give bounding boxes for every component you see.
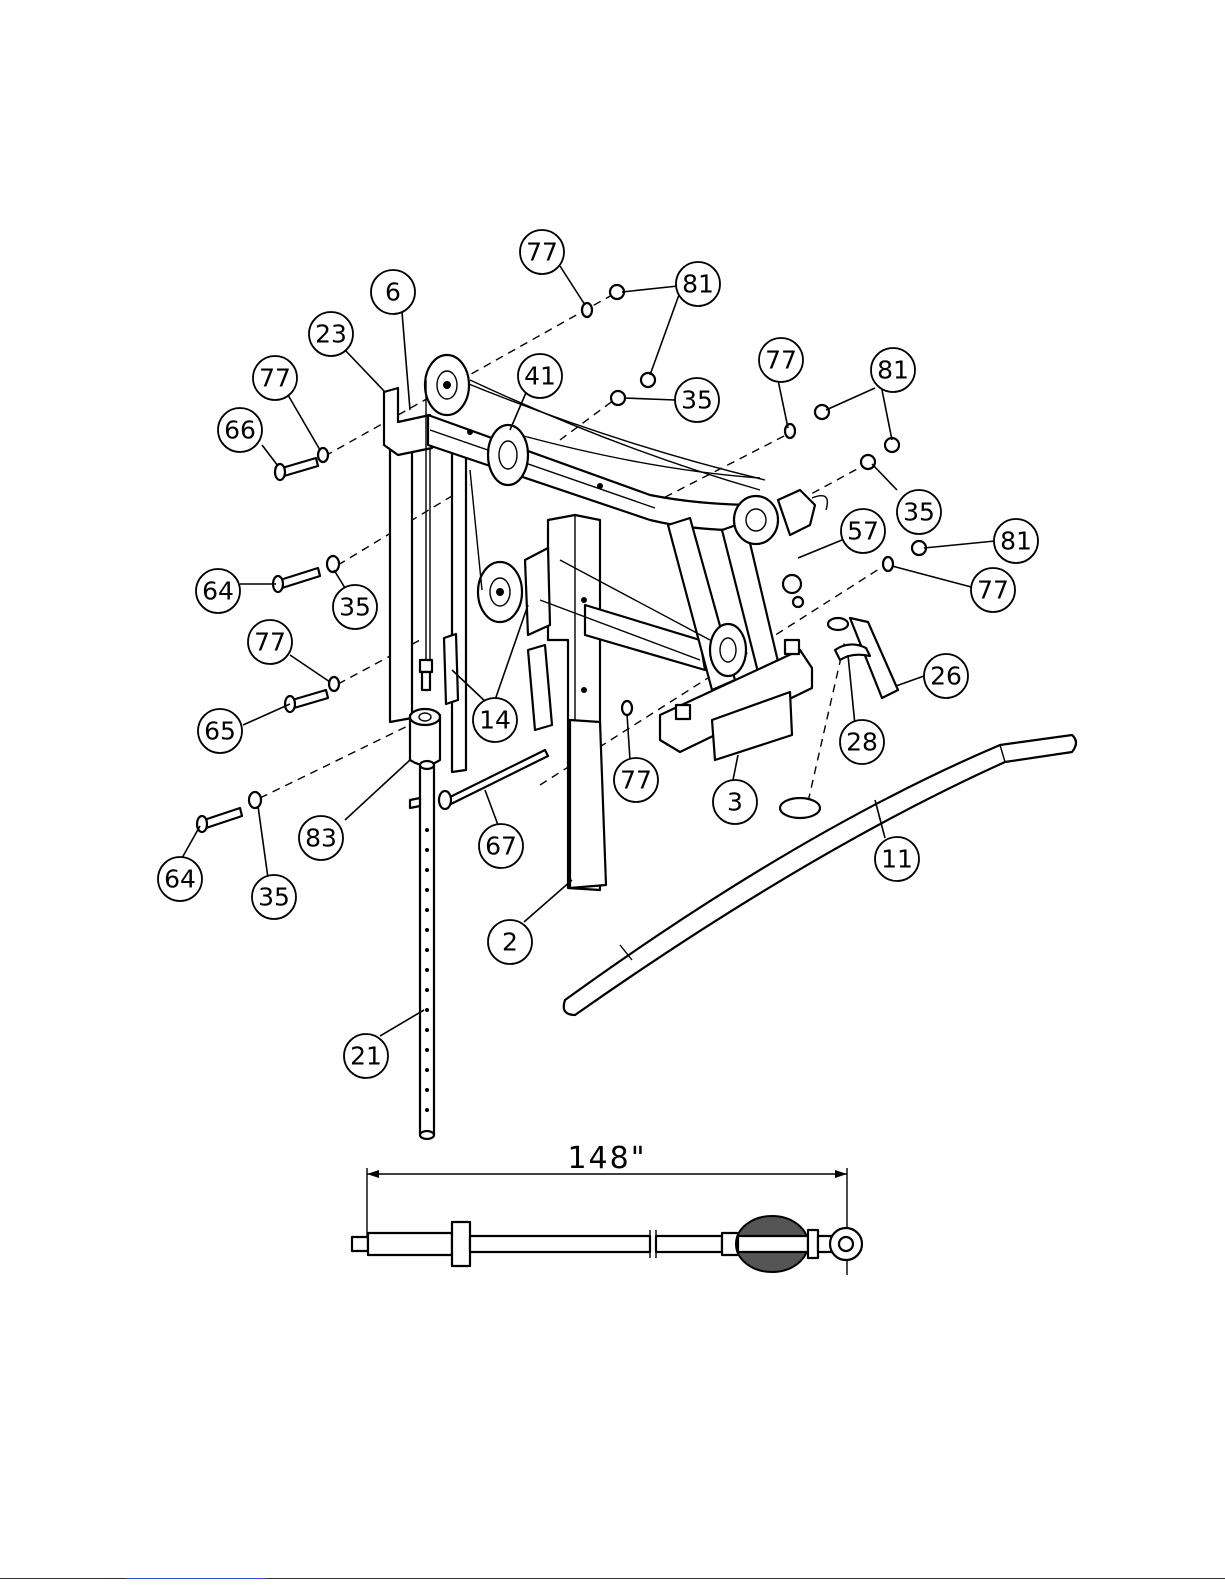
bolt-64-top <box>280 568 320 588</box>
callout-41: 41 <box>518 354 562 398</box>
callout-81: 81 <box>994 519 1038 563</box>
bar-clip <box>780 798 820 818</box>
callout-3: 3 <box>713 780 757 824</box>
cross-member <box>585 605 705 670</box>
top-bracket <box>384 388 432 455</box>
cable-end-stop <box>352 1237 368 1251</box>
cable-length-label: 148" <box>567 1141 646 1176</box>
svg-text:77: 77 <box>620 766 652 795</box>
svg-text:28: 28 <box>846 728 878 757</box>
svg-text:77: 77 <box>254 628 286 657</box>
svg-text:77: 77 <box>977 576 1009 605</box>
callout-81: 81 <box>676 262 720 306</box>
cable-ferrule <box>452 1222 470 1266</box>
selector-rod-holes <box>425 828 429 1112</box>
hook-bracket <box>778 490 815 535</box>
guide-rod-right <box>452 446 466 772</box>
callout-35: 35 <box>252 875 296 919</box>
svg-text:26: 26 <box>930 662 962 691</box>
svg-text:64: 64 <box>202 577 234 606</box>
guide-rod-left <box>390 446 412 722</box>
callout-77: 77 <box>248 620 292 664</box>
callout-35: 35 <box>333 585 377 629</box>
callout-77: 77 <box>520 230 564 274</box>
svg-text:81: 81 <box>682 270 714 299</box>
svg-text:77: 77 <box>765 346 797 375</box>
svg-text:14: 14 <box>479 706 511 735</box>
svg-text:11: 11 <box>881 845 913 874</box>
callout-35: 35 <box>897 490 941 534</box>
bolt-66 <box>282 458 318 476</box>
callout-81: 81 <box>871 348 915 392</box>
svg-text:67: 67 <box>485 832 517 861</box>
callout-77: 77 <box>971 568 1015 612</box>
svg-text:35: 35 <box>681 386 713 415</box>
svg-text:64: 64 <box>164 865 196 894</box>
bolt-65 <box>292 690 328 708</box>
callout-77: 77 <box>253 356 297 400</box>
svg-text:57: 57 <box>847 517 879 546</box>
svg-text:41: 41 <box>524 362 556 391</box>
svg-text:65: 65 <box>204 717 236 746</box>
svg-text:21: 21 <box>350 1042 382 1071</box>
svg-text:35: 35 <box>339 593 371 622</box>
pulley-plate-left <box>444 634 458 704</box>
callout-57: 57 <box>841 509 885 553</box>
bolt-64-bottom <box>204 808 242 828</box>
pulley-41 <box>488 425 528 485</box>
callout-83: 83 <box>299 816 343 860</box>
callout-11: 11 <box>875 837 919 881</box>
callout-65: 65 <box>198 709 242 753</box>
callout-77: 77 <box>614 758 658 802</box>
callout-2: 2 <box>488 920 532 964</box>
svg-text:35: 35 <box>258 883 290 912</box>
pulley-bracket <box>525 548 550 635</box>
svg-text:3: 3 <box>727 788 743 817</box>
lower-pulley <box>710 624 746 676</box>
svg-text:66: 66 <box>224 416 256 445</box>
svg-text:77: 77 <box>259 364 291 393</box>
svg-text:77: 77 <box>526 238 558 267</box>
svg-text:2: 2 <box>502 928 518 957</box>
callout-14: 14 <box>473 698 517 742</box>
callout-64: 64 <box>196 569 240 613</box>
ball-knob <box>783 575 801 593</box>
callout-6: 6 <box>371 270 415 314</box>
callout-64: 64 <box>158 857 202 901</box>
callout-77: 77 <box>759 338 803 382</box>
svg-text:23: 23 <box>315 320 347 349</box>
svg-text:81: 81 <box>1000 527 1032 556</box>
base-leg <box>570 720 606 888</box>
svg-text:35: 35 <box>903 498 935 527</box>
frame-assembly <box>384 355 827 890</box>
callout-21: 21 <box>344 1034 388 1078</box>
callout-23: 23 <box>309 312 353 356</box>
footer-link-underline <box>126 1578 266 1579</box>
callout-66: 66 <box>218 408 262 452</box>
callout-67: 67 <box>479 824 523 868</box>
svg-text:81: 81 <box>877 356 909 385</box>
callout-28: 28 <box>840 720 884 764</box>
svg-text:6: 6 <box>385 278 401 307</box>
cable-detail: 148" <box>352 1141 862 1275</box>
svg-text:83: 83 <box>305 824 337 853</box>
hardware <box>197 285 1076 1139</box>
callout-26: 26 <box>924 654 968 698</box>
chain-26 <box>850 618 898 698</box>
callout-35: 35 <box>675 378 719 422</box>
end-pulley <box>734 496 778 544</box>
pulley-plate-right <box>528 645 552 730</box>
